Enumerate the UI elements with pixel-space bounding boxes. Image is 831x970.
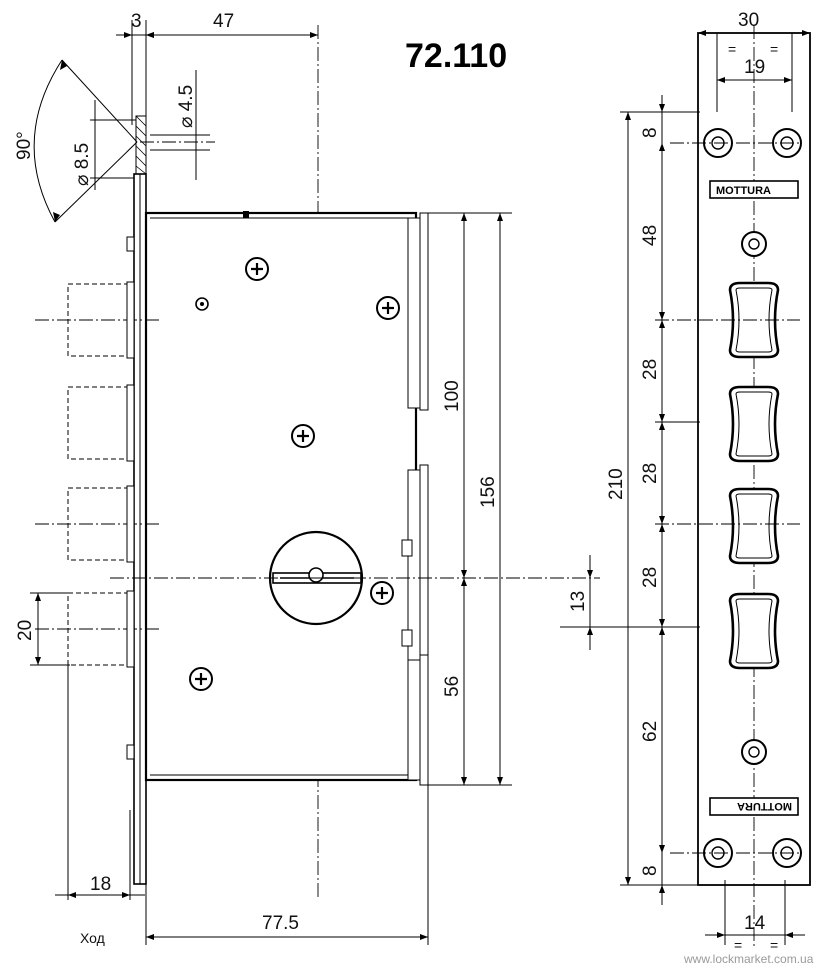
model-number: 72.110	[405, 37, 507, 75]
body-height-dimensions: 100 156 56	[428, 212, 512, 786]
lock-body	[144, 211, 429, 786]
watermark: www.lockmarket.com.ua	[683, 952, 814, 966]
faceplate-front: 30 = = 19 MOTTURA MOTTURA	[655, 10, 811, 953]
stroke-label: Ход	[80, 930, 105, 946]
dim-offset: 13	[568, 591, 589, 612]
equal-mark: =	[770, 937, 778, 953]
screw-hole-icon	[741, 739, 767, 765]
screw-icon	[370, 581, 394, 605]
dim-plate-inner: 19	[744, 57, 765, 78]
bolt-throw-dimension: 18 Ход	[55, 665, 145, 946]
dim-faceplate-thickness: 3	[131, 11, 142, 32]
dim-seg-bottom: 8	[640, 865, 661, 876]
dim-body-height-upper: 100	[442, 380, 463, 412]
dim-bolt-height: 20	[15, 620, 36, 641]
dim-bolt-throw: 18	[90, 874, 111, 895]
dim-spindle-angle: 90°	[14, 131, 35, 160]
angle-detail: 90° ⌀ 8.5 ⌀ 4.5	[14, 59, 215, 223]
bolts	[35, 281, 160, 668]
plate-length-dimensions: 210 8 48 28 28 28 62 8	[606, 95, 700, 905]
equal-mark: =	[734, 937, 742, 953]
dim-body-depth: 77.5	[262, 913, 299, 934]
body-depth-dimension: 77.5	[145, 785, 429, 945]
dim-body-height-lower: 56	[442, 676, 463, 697]
brand-label-bottom: MOTTURA	[737, 800, 792, 812]
dim-seg-48: 48	[640, 225, 661, 246]
equal-mark: =	[770, 41, 778, 57]
screw-icon	[376, 296, 400, 320]
bolt-opening	[728, 592, 780, 670]
bolt-height-dimension: 20	[15, 592, 70, 666]
dim-seg-top: 8	[640, 127, 661, 138]
screw-hole-icon	[741, 231, 767, 257]
dim-plate-width: 30	[738, 10, 759, 31]
dim-plate-bottom-width: 14	[744, 913, 766, 934]
equal-mark: =	[728, 41, 736, 57]
dim-hole-diameter-small: ⌀ 4.5	[176, 85, 197, 128]
dim-seg-28c: 28	[640, 567, 661, 588]
screw-icon	[245, 257, 269, 281]
brand-label-top: MOTTURA	[716, 185, 771, 197]
bolt-opening	[728, 385, 780, 463]
small-hole-icon	[195, 297, 209, 311]
dim-plate-length: 210	[606, 468, 627, 500]
bolt-opening	[728, 487, 780, 565]
dim-seg-62: 62	[640, 721, 661, 742]
dim-hole-diameter-large: ⌀ 8.5	[72, 143, 93, 186]
screw-icon	[291, 424, 315, 448]
dim-seg-28a: 28	[640, 359, 661, 380]
top-dimensions: 3 47	[116, 11, 318, 125]
dim-body-height-total: 156	[478, 476, 499, 508]
dim-seg-28b: 28	[640, 463, 661, 484]
dim-backset: 47	[213, 11, 234, 32]
screw-icon	[189, 667, 213, 691]
